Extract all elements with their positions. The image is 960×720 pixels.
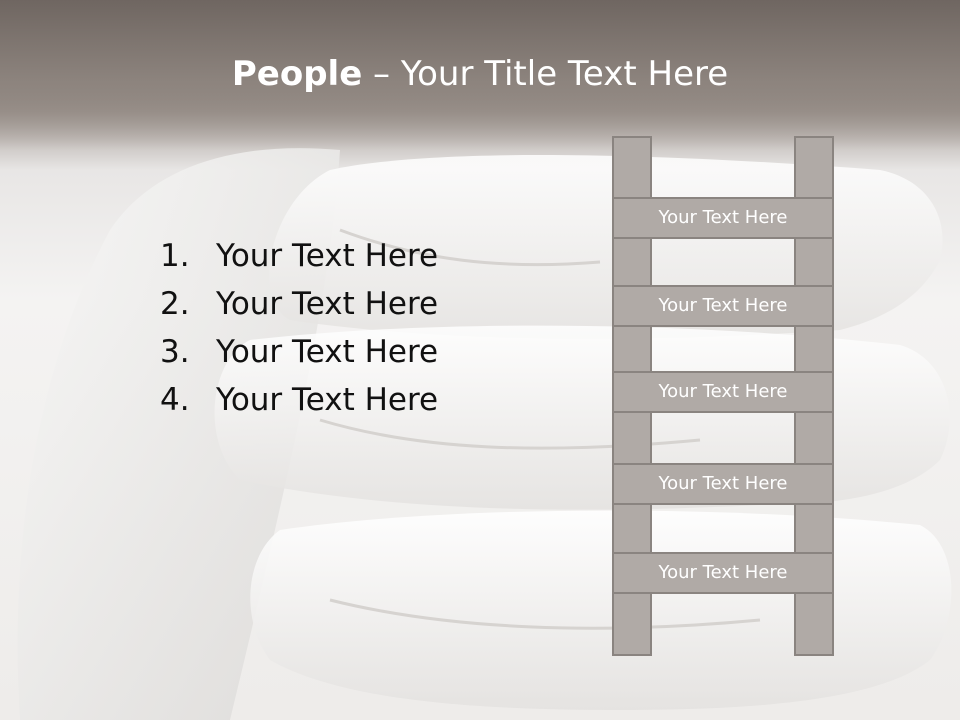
list-item: 3. Your Text Here [160, 328, 438, 376]
title-bar [0, 0, 960, 150]
list-item-number: 4. [160, 382, 190, 418]
list-item-text: Your Text Here [216, 238, 439, 274]
list-item-text: Your Text Here [216, 286, 439, 322]
list-item-text: Your Text Here [216, 382, 439, 418]
list-item-number: 1. [160, 238, 190, 274]
slide-title: People – Your Title Text Here [0, 52, 960, 96]
ladder-rung: Your Text Here [612, 197, 834, 239]
list-item-number: 2. [160, 286, 190, 322]
title-rest: – Your Title Text Here [362, 54, 729, 94]
title-bold: People [231, 54, 363, 94]
list-item-text: Your Text Here [216, 334, 439, 370]
list-item: 2. Your Text Here [160, 280, 438, 328]
ladder-diagram: Your Text Here Your Text Here Your Text … [612, 136, 834, 658]
numbered-list: 1. Your Text Here 2. Your Text Here 3. Your… [160, 232, 438, 424]
list-item: 1. Your Text Here [160, 232, 438, 280]
ladder-rung: Your Text Here [612, 371, 834, 413]
ladder-rung: Your Text Here [612, 463, 834, 505]
ladder-rung: Your Text Here [612, 552, 834, 594]
ladder-rung: Your Text Here [612, 285, 834, 327]
list-item: 4. Your Text Here [160, 376, 438, 424]
list-item-number: 3. [160, 334, 190, 370]
